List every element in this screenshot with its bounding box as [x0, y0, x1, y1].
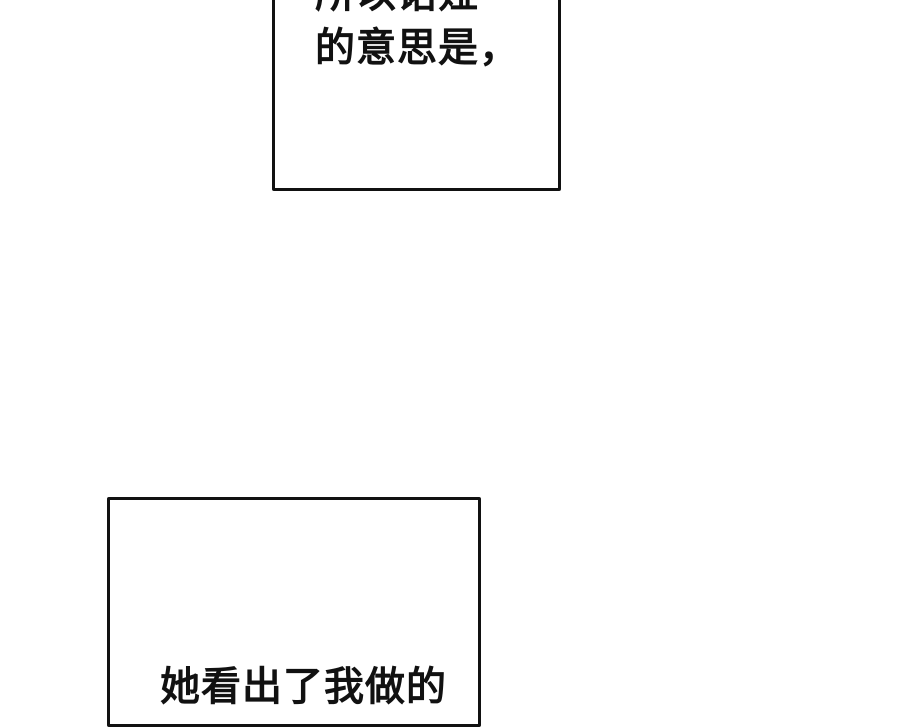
comic-panel-top: 所以诺娅 的意思是，	[272, 0, 561, 191]
caption-line-1: 所以诺娅	[315, 0, 479, 19]
caption-line: 她看出了我做的	[160, 664, 447, 710]
caption-line-2: 的意思是，	[315, 25, 520, 71]
comic-panel-bottom: 她看出了我做的	[107, 497, 481, 727]
